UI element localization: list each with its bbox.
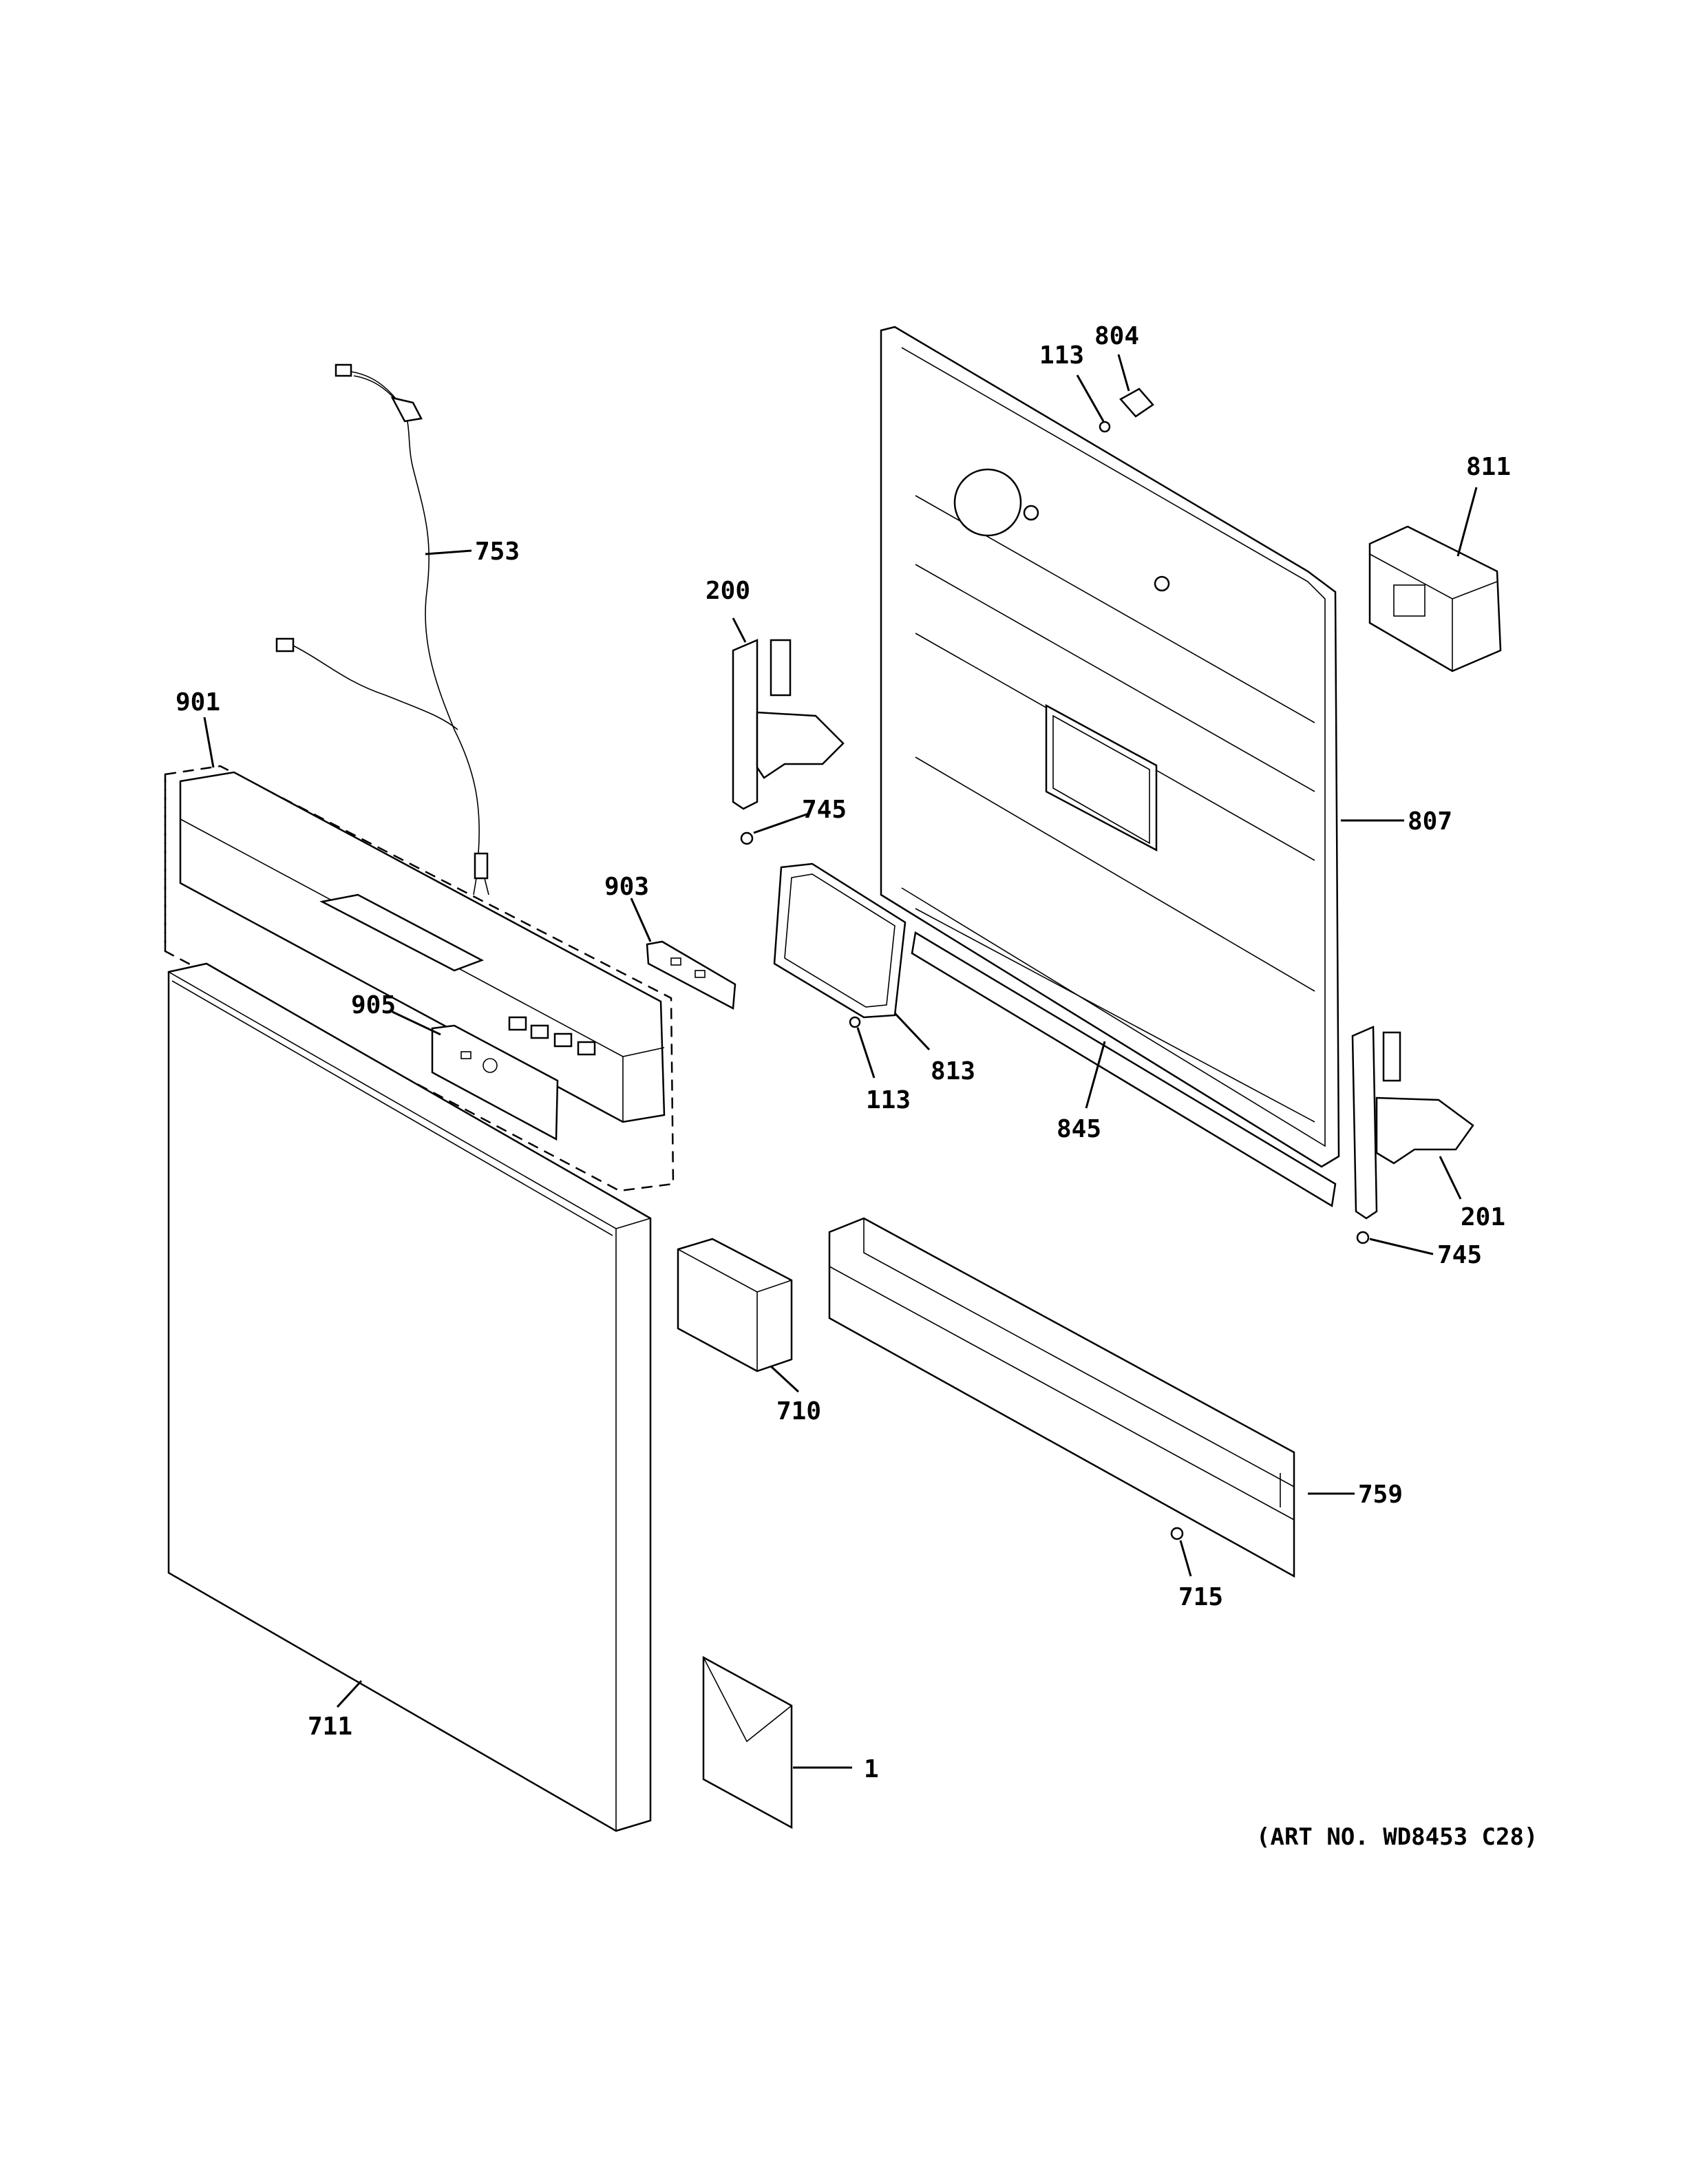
part-804-clip bbox=[1119, 388, 1154, 418]
callout-201: 201 bbox=[1461, 1203, 1505, 1231]
callout-753: 753 bbox=[475, 538, 520, 566]
part-711-door-panel bbox=[167, 962, 652, 1832]
callout-113-mid: 113 bbox=[866, 1086, 911, 1114]
part-201-hinge-right bbox=[1351, 1026, 1474, 1220]
part-811-dispenser bbox=[1368, 525, 1502, 672]
leader-lines bbox=[203, 354, 1478, 1769]
callout-804: 804 bbox=[1094, 322, 1139, 350]
screw-113-mid bbox=[849, 1016, 861, 1028]
callout-901: 901 bbox=[176, 688, 220, 717]
screw-745-left bbox=[740, 831, 754, 845]
part-807-inner-door bbox=[880, 326, 1340, 1168]
part-1-literature bbox=[702, 1655, 793, 1830]
art-number: (ART NO. WD8453 C28) bbox=[1256, 1823, 1538, 1851]
screw-715 bbox=[1170, 1527, 1184, 1540]
control-buttons bbox=[508, 1016, 596, 1056]
part-759-kickplate bbox=[828, 1217, 1295, 1578]
part-901-control-panel bbox=[164, 765, 675, 1192]
callout-715: 715 bbox=[1178, 1583, 1223, 1611]
callout-905: 905 bbox=[351, 991, 396, 1019]
callout-710: 710 bbox=[776, 1397, 821, 1425]
callout-745-left: 745 bbox=[802, 796, 847, 824]
callout-200: 200 bbox=[706, 577, 750, 605]
screw-113-top bbox=[1099, 421, 1111, 433]
screw-745-right bbox=[1356, 1231, 1370, 1244]
part-753-wire-harness bbox=[275, 363, 489, 895]
part-200-hinge-left bbox=[732, 639, 845, 810]
callout-845: 845 bbox=[1057, 1115, 1101, 1143]
callout-807: 807 bbox=[1408, 807, 1452, 836]
callout-labels: 113 804 811 753 200 807 745 901 903 905 … bbox=[176, 322, 1538, 1851]
callout-711: 711 bbox=[308, 1713, 352, 1741]
part-845-seal-strip bbox=[911, 931, 1337, 1208]
screws bbox=[740, 421, 1370, 1540]
part-903-control-board bbox=[646, 940, 736, 1010]
callout-745-right: 745 bbox=[1437, 1241, 1482, 1269]
callout-113-top: 113 bbox=[1039, 341, 1084, 370]
part-813-gasket bbox=[773, 862, 907, 1019]
callout-813: 813 bbox=[931, 1057, 975, 1085]
callout-1: 1 bbox=[864, 1755, 879, 1783]
callout-903: 903 bbox=[604, 873, 649, 901]
callout-811: 811 bbox=[1466, 453, 1511, 481]
callout-759: 759 bbox=[1358, 1481, 1403, 1509]
part-905-label bbox=[431, 1024, 559, 1141]
part-710-box bbox=[677, 1238, 793, 1372]
